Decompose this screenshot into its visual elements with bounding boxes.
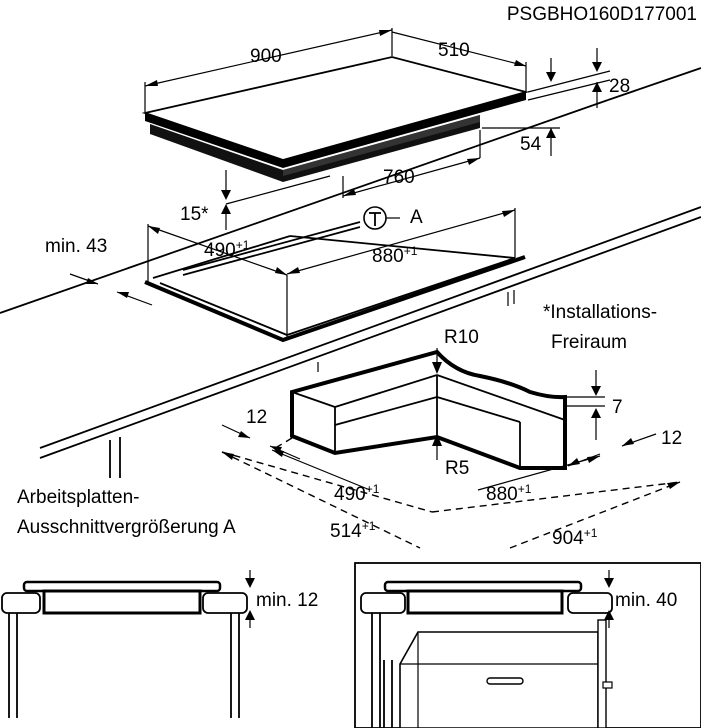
diagram-id: PSGBHO160D177001 [507,4,697,25]
cutout-marker-a: A [363,206,423,230]
dim-490-tol: +1 [236,238,250,252]
radius-r10: R10 [432,327,479,374]
dim-904-tol: +1 [584,526,598,540]
dim-490-detail-value: 490 [334,484,366,505]
dim-490-label: 490+1 [204,238,250,261]
dim-490-detail: 490+1 [271,437,380,505]
dim-760-label: 760 [383,167,415,188]
r10-label: R10 [444,327,479,348]
dim-904-value: 904 [552,528,584,549]
dim-880: 880+1 [286,209,516,275]
dim-12-left: 12 [221,407,301,460]
hob-top-view [141,56,530,182]
cutout [144,208,526,343]
dim-900-label: 900 [250,46,282,67]
dim-12-left-label: 12 [246,407,267,428]
dim-min-43: min. 43 [45,236,153,306]
dim-514-tol: +1 [362,519,376,533]
dim-514-value: 514 [330,521,362,542]
worktop [0,67,701,478]
dim-900: 900 [144,28,393,112]
section-right: min. 40 [354,562,701,728]
r5-label: R5 [445,458,469,479]
dim-904-label: 904+1 [552,526,598,549]
dim-490-value: 490 [204,240,236,261]
section-left: min. 12 [1,570,318,718]
marker-a-label: A [410,207,423,228]
dim-54: 54 [482,58,560,156]
dim-15: 15* [180,170,331,230]
footnote-line2: Freiraum [551,332,627,353]
footnote-line1: *Installations- [543,302,657,323]
radius-r5: R5 [432,434,469,479]
caption-line2: Ausschnittvergrößerung A [17,517,236,538]
dim-54-label: 54 [520,134,542,155]
detail-a-corner [290,349,567,470]
caption-line1: Arbeitsplatten- [17,487,140,508]
dim-490-detail-label: 490+1 [334,482,380,505]
dim-7-label: 7 [612,397,623,418]
dim-7: 7 [567,370,623,440]
dim-28: 28 [527,48,630,108]
min-43-label: min. 43 [45,236,107,257]
dim-490: 490+1 [147,225,288,276]
dim-880-tol: +1 [404,244,418,258]
dim-490-detail-tol: +1 [366,482,380,496]
dim-880-detail: 880+1 [477,455,601,505]
dim-880-detail-label: 880+1 [486,482,532,505]
dim-880-label: 880+1 [372,244,418,267]
dim-514-label: 514+1 [330,519,376,542]
dim-28-label: 28 [609,76,630,97]
dim-outer-dashed: 514+1 904+1 [221,451,681,549]
dim-510-label: 510 [438,40,470,61]
dim-880-value: 880 [372,246,404,267]
dim-510: 510 [391,31,527,91]
min-40-label: min. 40 [615,590,677,611]
dim-880-detail-value: 880 [486,484,518,505]
dim-15-label: 15* [180,204,209,225]
dim-760: 760 [342,130,481,198]
min-12-label: min. 12 [256,590,318,611]
dim-12-right-label: 12 [661,428,682,449]
dim-880-detail-tol: +1 [518,482,532,496]
